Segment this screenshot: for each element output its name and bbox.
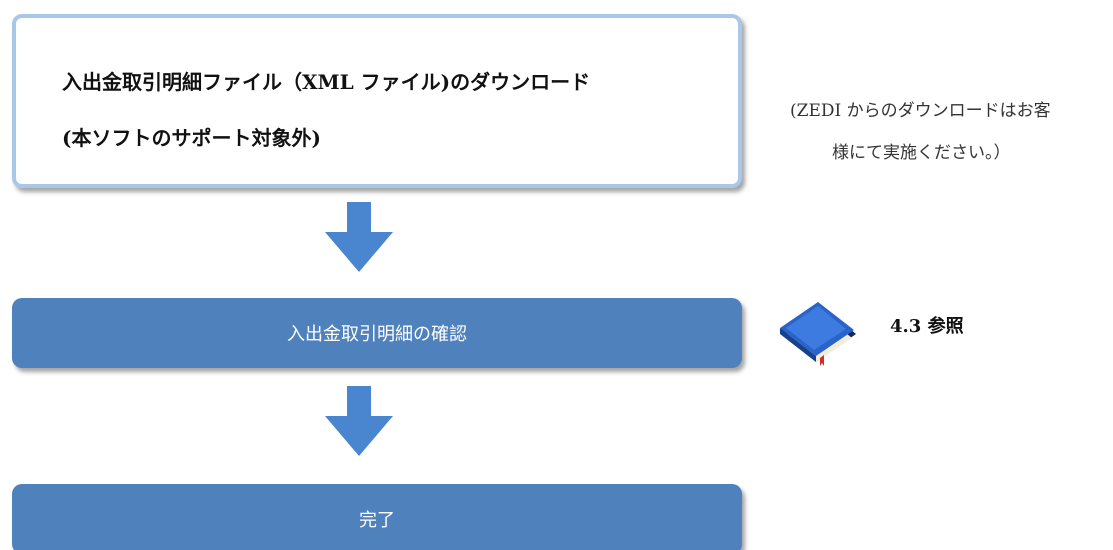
reference-label: 4.3 参照	[890, 316, 964, 337]
download-note-line2: 様にて実施ください。）	[832, 143, 1011, 163]
down-arrow-icon	[325, 386, 393, 456]
confirm-step-box: 入出金取引明細の確認	[12, 298, 742, 368]
complete-step-label: 完了	[359, 510, 395, 531]
download-step-box: 入出金取引明細ファイル（XML ファイル)のダウンロード (本ソフトのサポート対…	[12, 14, 742, 188]
complete-step-box: 完了	[12, 484, 742, 550]
download-step-subtitle: (本ソフトのサポート対象外)	[62, 126, 321, 150]
download-step-title: 入出金取引明細ファイル（XML ファイル)のダウンロード	[62, 70, 591, 94]
down-arrow-icon	[325, 202, 393, 272]
book-icon	[780, 302, 856, 366]
download-note-line1: (ZEDI からのダウンロードはお客	[790, 101, 1051, 121]
confirm-step-label: 入出金取引明細の確認	[287, 324, 467, 345]
